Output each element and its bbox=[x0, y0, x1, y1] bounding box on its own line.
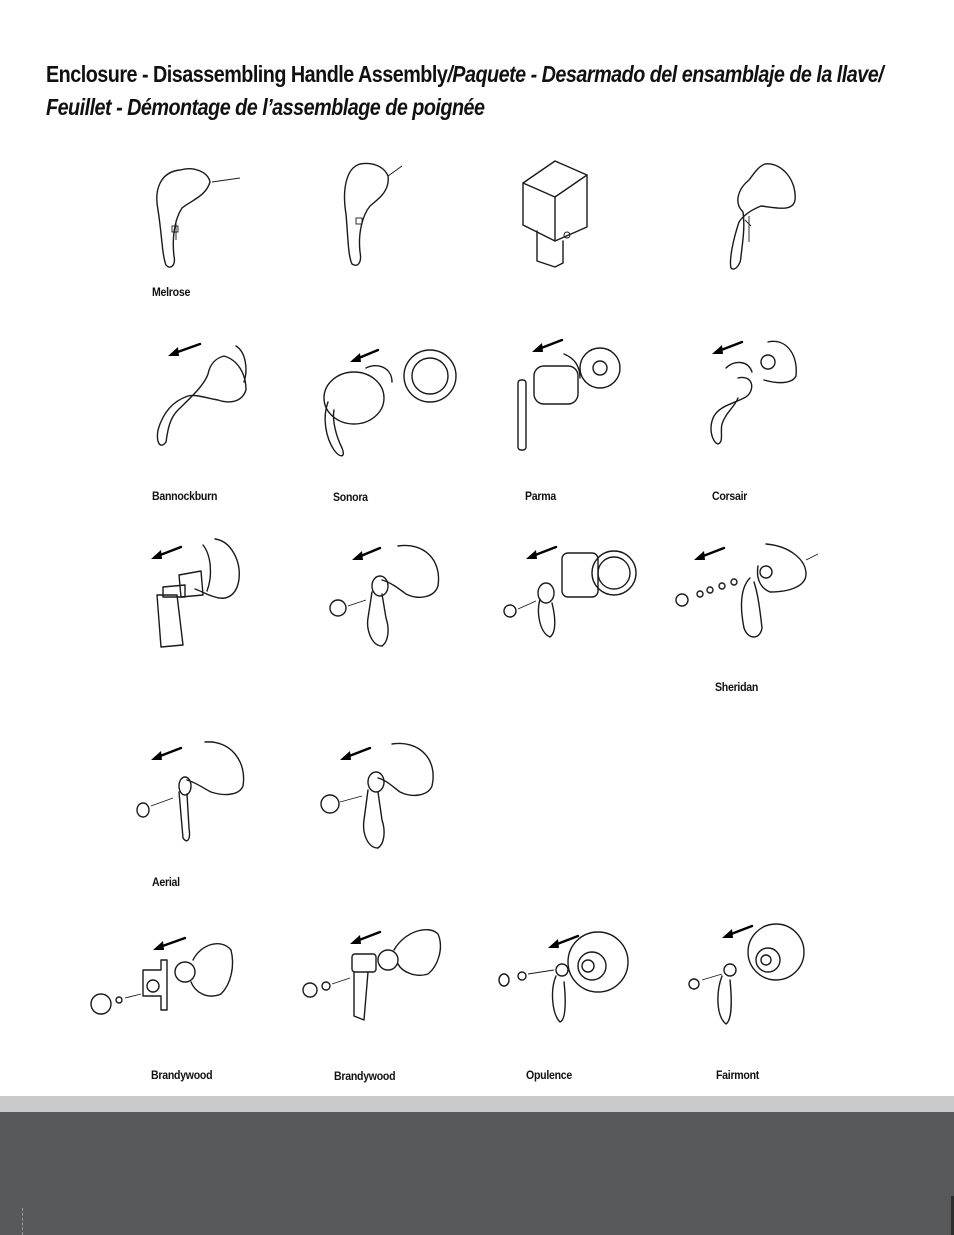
opulence-handle-illustration bbox=[496, 930, 636, 1028]
handle-illustration-row3-2 bbox=[322, 538, 444, 653]
handle-illustration-2 bbox=[340, 160, 420, 270]
cube-handle-illustration bbox=[515, 155, 595, 267]
page-title: Enclosure - Disassembling Handle Assembl… bbox=[46, 58, 923, 124]
handle-illustration-row3-3 bbox=[500, 533, 640, 653]
footer-light-band bbox=[0, 1096, 954, 1112]
title-french: Feuillet - Démontage de l’assemblage de … bbox=[46, 94, 484, 120]
label-sheridan: Sheridan bbox=[715, 680, 758, 694]
brandywood-cross-handle-illustration bbox=[85, 930, 240, 1020]
handle-illustration-row4-2 bbox=[316, 740, 441, 852]
brandywood-lever-handle-illustration bbox=[298, 920, 448, 1028]
label-sonora: Sonora bbox=[333, 490, 368, 504]
title-spanish: /Paquete - Desarmado del ensamblaje de l… bbox=[447, 61, 883, 87]
label-bannockburn: Bannockburn bbox=[152, 489, 217, 503]
sheridan-handle-illustration bbox=[670, 538, 820, 650]
label-brandywood-1: Brandywood bbox=[151, 1068, 212, 1082]
melrose-handle-illustration bbox=[150, 160, 250, 272]
aerial-handle-illustration bbox=[135, 738, 250, 846]
label-opulence: Opulence bbox=[526, 1068, 572, 1082]
title-english: Enclosure - Disassembling Handle Assembl… bbox=[46, 61, 447, 87]
label-brandywood-2: Brandywood bbox=[334, 1069, 395, 1083]
bannockburn-handle-illustration bbox=[148, 338, 258, 458]
label-parma: Parma bbox=[525, 489, 556, 503]
footer-dark-band bbox=[0, 1112, 954, 1235]
label-melrose: Melrose bbox=[152, 285, 190, 299]
footer-dashed-mark bbox=[22, 1208, 23, 1235]
corsair-handle-illustration bbox=[698, 332, 808, 454]
handle-illustration-row3-1 bbox=[145, 535, 250, 653]
parma-handle-illustration bbox=[512, 332, 622, 454]
label-fairmont: Fairmont bbox=[716, 1068, 759, 1082]
handle-illustration-4 bbox=[715, 160, 805, 272]
fairmont-handle-illustration bbox=[686, 920, 811, 1028]
label-corsair: Corsair bbox=[712, 489, 747, 503]
sonora-handle-illustration bbox=[320, 338, 450, 468]
label-aerial: Aerial bbox=[152, 875, 180, 889]
